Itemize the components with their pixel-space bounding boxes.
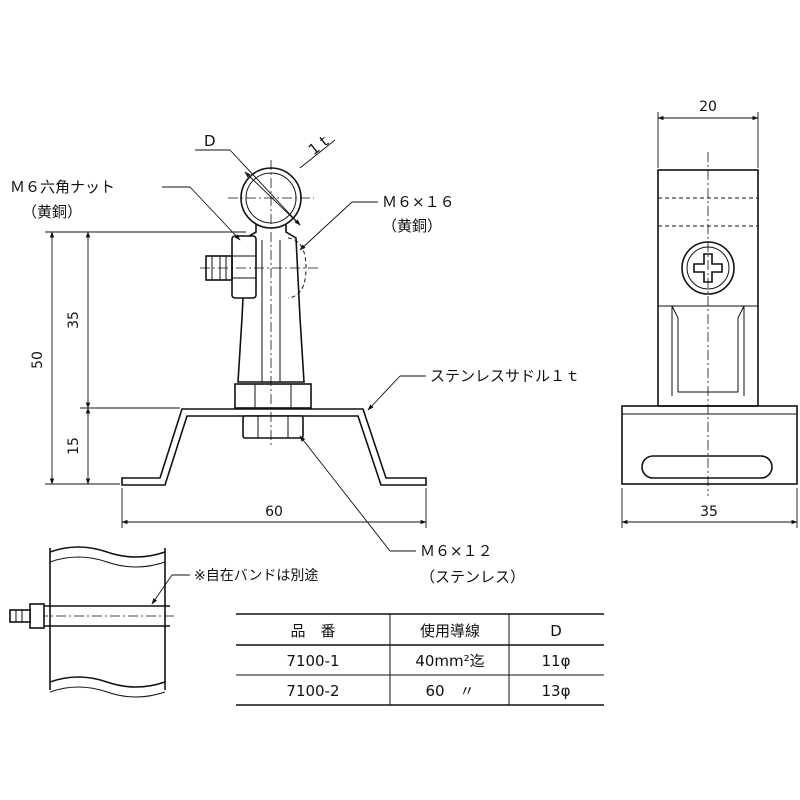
callout-m6x12: Ｍ６×１２ （ステンレス） — [299, 435, 525, 586]
band-clamp — [29, 603, 45, 629]
dim-15: 15 — [66, 437, 82, 455]
callout-saddle: ステンレスサドル１ｔ — [367, 367, 580, 411]
dimension-1t: 1 t — [299, 132, 336, 169]
table-cell: 11φ — [542, 652, 571, 670]
table-header-d: D — [550, 622, 562, 640]
dimension-d: D — [195, 132, 301, 226]
label-brass-1: （黄銅） — [22, 203, 82, 221]
vertical-dimensions: 50 35 15 — [30, 231, 246, 485]
dim-35-width: 35 — [700, 504, 718, 520]
table-cell: 7100-2 — [286, 682, 339, 700]
label-stainless: （ステンレス） — [420, 568, 525, 586]
table-cell: 7100-1 — [286, 652, 339, 670]
spec-table: 品 番 使用導線 D 7100-1 40mm²迄 11φ 7100-2 60 〃… — [236, 613, 604, 706]
label-1t: 1 t — [305, 132, 332, 159]
dim-50: 50 — [30, 351, 46, 369]
band-screw — [9, 609, 31, 623]
side-view: 20 35 — [621, 99, 798, 528]
lower-hex-nut — [234, 383, 312, 409]
hex-nut-left — [231, 235, 257, 299]
label-brass-2: （黄銅） — [382, 217, 442, 235]
label-m6x12: Ｍ６×１２ — [420, 542, 493, 560]
label-saddle: ステンレスサドル１ｔ — [430, 367, 580, 385]
table-header-part-no: 品 番 — [290, 622, 335, 640]
callout-m6-nut: Ｍ６六角ナット （黄銅） — [10, 178, 241, 241]
label-m6x16: Ｍ６×１６ — [382, 193, 455, 211]
saddle-slot — [641, 455, 773, 479]
table-cell: 60 〃 — [425, 682, 474, 700]
table-cell: 13φ — [542, 682, 571, 700]
dimension-60: 60 — [121, 488, 427, 528]
pole-detail: ※自在バンドは別途 — [9, 546, 318, 698]
table-cell: 40mm²迄 — [415, 652, 484, 670]
side-saddle-base — [621, 405, 798, 485]
front-view — [121, 160, 427, 486]
dim-60: 60 — [265, 504, 283, 520]
saddle-plate — [121, 408, 427, 486]
bottom-bolt-head — [242, 415, 304, 439]
dim-20: 20 — [699, 99, 717, 115]
dim-35-height: 35 — [66, 311, 82, 329]
phillips-cross-icon — [693, 253, 723, 283]
label-d: D — [204, 132, 216, 150]
label-band-note: ※自在バンドは別途 — [194, 567, 318, 584]
label-m6-nut: Ｍ６六角ナット — [10, 178, 115, 196]
table-header-conductor: 使用導線 — [420, 622, 480, 640]
callout-m6x16: Ｍ６×１６ （黄銅） — [299, 193, 455, 251]
